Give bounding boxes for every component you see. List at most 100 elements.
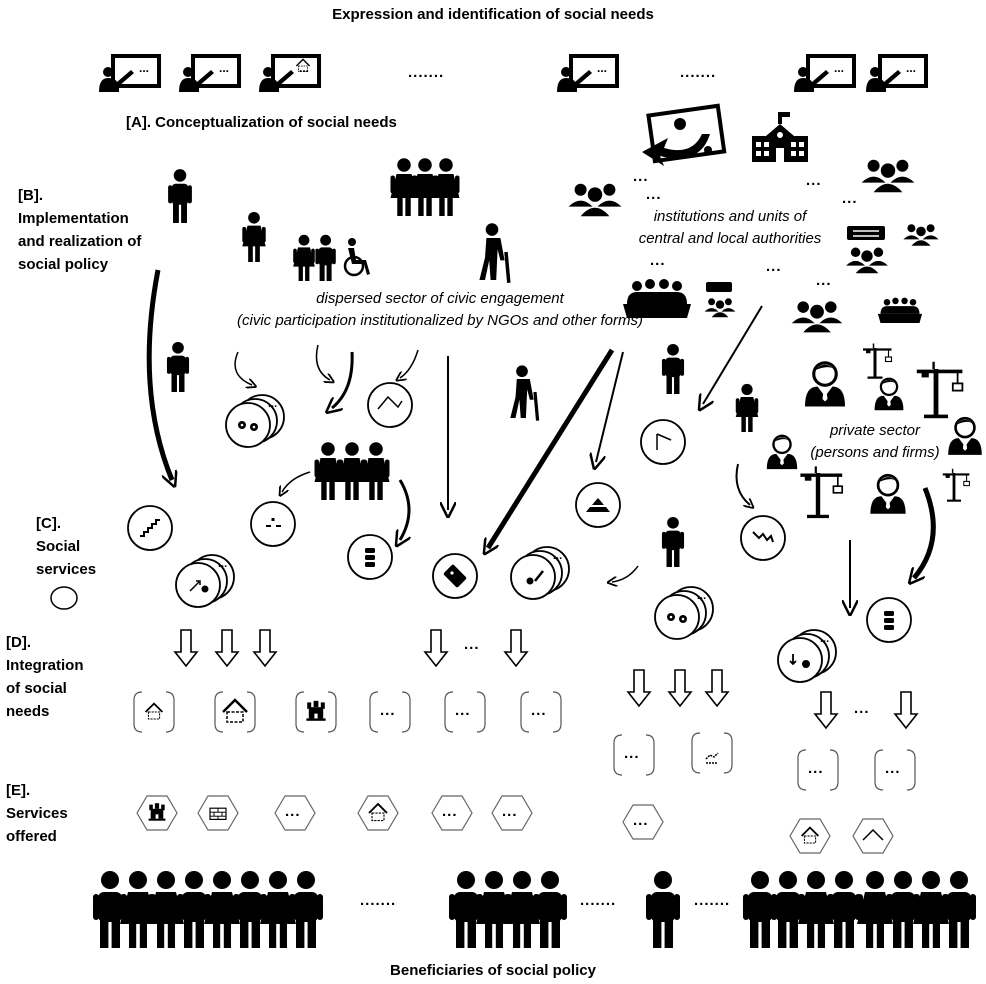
private-sector-line: private sector: [829, 422, 921, 439]
ellipsis: .......: [408, 64, 445, 81]
group-icon: [903, 224, 939, 246]
ellipsis: ...: [646, 186, 662, 203]
down-arrow: [424, 629, 448, 667]
crane-icon: [861, 342, 893, 380]
service-circle-stack-down: [777, 629, 837, 683]
businessman-icon: [869, 473, 907, 516]
family-icon: [314, 442, 390, 500]
institutions-line: institutions and units of: [653, 208, 807, 225]
private-sector-line: (persons and firms): [810, 444, 940, 461]
ellipsis: ...: [464, 636, 480, 653]
service-circle-dots: [250, 501, 296, 547]
ellipsis: ...: [808, 760, 824, 777]
need-box-house: [133, 691, 175, 733]
label-b-line: and realization of: [18, 233, 142, 250]
service-circle-bars: [347, 534, 393, 580]
label-c-line: [C].: [36, 515, 61, 532]
meeting-table-icon: [877, 297, 923, 323]
service-hex-roof: [852, 818, 894, 854]
beneficiaries-group: [93, 871, 323, 948]
need-box-house: [214, 691, 256, 733]
service-circle-tag: [432, 553, 478, 599]
label-b-line: social policy: [18, 256, 109, 273]
label-b: [B]. Implementation and realization of s…: [18, 184, 141, 276]
meeting-table-icon: [623, 279, 691, 318]
service-circle-stack-pencil: [510, 546, 570, 600]
down-arrow: [174, 629, 198, 667]
crane-icon: [914, 359, 965, 421]
person-icon: [166, 341, 190, 392]
woman-icon: [242, 211, 266, 262]
down-arrow: [814, 691, 838, 729]
service-circle-roof2: [640, 419, 686, 465]
ellipsis: ...: [885, 760, 901, 777]
label-c: [C]. Social services: [36, 512, 96, 581]
private-sector-label: private sector (persons and firms): [790, 420, 960, 464]
ellipsis: ...: [766, 258, 782, 275]
down-arrow: [705, 669, 729, 707]
down-arrow: [894, 691, 918, 729]
label-b-line: [B].: [18, 187, 43, 204]
woman-icon: [735, 383, 759, 432]
service-circle-stairs: [127, 505, 173, 551]
crane-icon: [798, 464, 844, 520]
label-e-line: Services: [6, 805, 68, 822]
businessman-icon: [803, 361, 847, 409]
service-circle-zigzag: [740, 515, 786, 561]
label-c-line: services: [36, 561, 97, 578]
label-e-line: offered: [6, 828, 57, 845]
label-b-line: Implementation: [18, 210, 129, 227]
service-hex-wall: [197, 795, 239, 831]
down-arrow: [504, 629, 528, 667]
chat-group-icon: [704, 282, 736, 318]
person-icon: [661, 343, 685, 394]
person-icon: [661, 516, 685, 567]
ellipsis: ...: [502, 803, 518, 820]
top-title: Expression and identification of social …: [332, 6, 654, 23]
civic-sector-label: dispersed sector of civic engagement (ci…: [160, 288, 720, 332]
presentation-icon: [864, 54, 928, 94]
service-circle-stack-gears: [225, 394, 285, 448]
service-hex-castle: [136, 795, 178, 831]
presentation-icon: [792, 54, 856, 94]
service-circle-pyramid: [575, 482, 621, 528]
beneficiaries-group: [743, 871, 976, 948]
ellipsis: ...: [650, 252, 666, 269]
wheelchair-icon: [343, 238, 370, 277]
ellipsis: ...: [285, 803, 301, 820]
group-icon: [791, 301, 843, 333]
ellipsis: .......: [580, 892, 617, 909]
institutions-line: central and local authorities: [638, 230, 822, 247]
ellipsis: .......: [360, 892, 397, 909]
label-c-line: Social: [36, 538, 81, 555]
ellipsis: ...: [816, 272, 832, 289]
elderly-icon: [477, 221, 511, 285]
label-a: [A]. Conceptualization of social needs: [126, 114, 397, 131]
service-circle-roof: [367, 382, 413, 428]
ellipsis: ...: [380, 702, 396, 719]
meeting-board-icon: [642, 103, 727, 166]
ellipsis: .......: [694, 892, 731, 909]
service-hex-house: [357, 795, 399, 831]
down-arrow: [253, 629, 277, 667]
crane-icon: [941, 467, 971, 503]
legend-circle: [50, 586, 78, 610]
family-icon: [390, 158, 460, 216]
group-icon: [568, 183, 622, 217]
ellipsis: ...: [842, 190, 858, 207]
civic-sector-line: dispersed sector of civic engagement: [316, 290, 564, 307]
people-icon: [293, 234, 336, 281]
service-circle-stack-arrow: [175, 554, 235, 608]
ellipsis: ...: [854, 700, 870, 717]
elderly-icon: [508, 363, 540, 423]
beneficiary-person: [646, 871, 680, 948]
businessman-icon: [873, 377, 905, 412]
ellipsis: ...: [531, 702, 547, 719]
need-box-wall: [691, 732, 733, 774]
civic-sector-line: (civic participation institutionalized b…: [237, 312, 643, 329]
label-d-line: needs: [6, 703, 50, 720]
presentation-icon: [257, 54, 321, 94]
service-circle-stack-gears2: [654, 586, 714, 640]
ellipsis: .......: [680, 64, 717, 81]
label-e: [E]. Services offered: [6, 779, 68, 848]
